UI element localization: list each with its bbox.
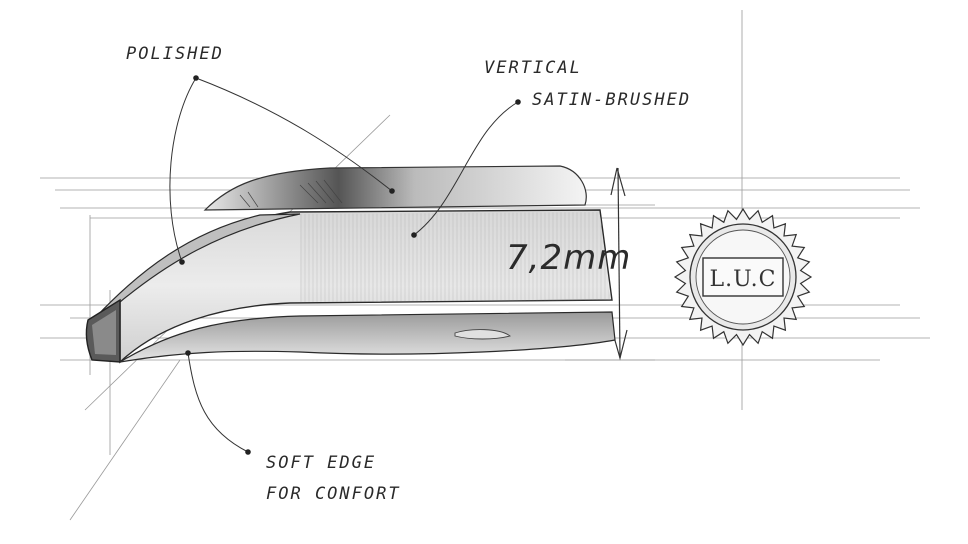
seal-text: L.U.C [710,267,777,292]
leader-dots [179,75,521,455]
soft-edge-label: SOFT EDGE [266,453,377,473]
thickness-dimension-label: 7,2mm [506,238,632,278]
satin-brushed-label: SATIN-BRUSHED [532,90,692,110]
vertical-label: VERTICAL [484,58,582,78]
for-confort-label: FOR CONFORT [266,484,401,504]
leader-lines [169,77,519,453]
polished-label: POLISHED [126,44,224,64]
luc-seal: L.U.C [673,207,813,347]
bracelet-link-profile [85,165,616,364]
